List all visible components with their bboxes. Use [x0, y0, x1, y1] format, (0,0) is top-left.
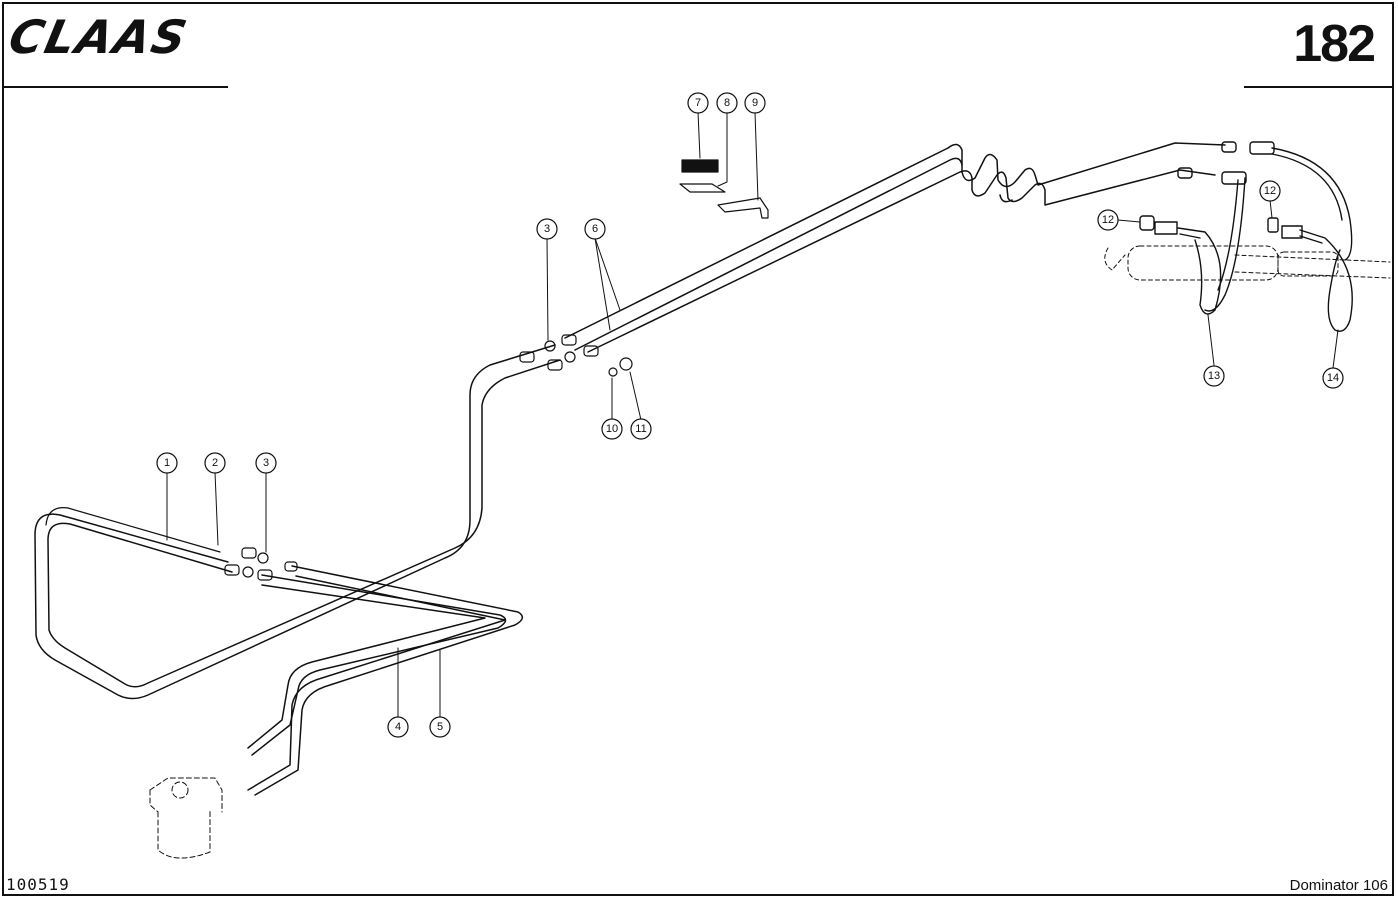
callout-leaders	[166, 111, 1339, 718]
callout-circle	[601, 418, 623, 440]
header-rule	[1244, 86, 1394, 88]
header-rule	[2, 86, 228, 88]
callout-number: 13	[1208, 370, 1220, 382]
callout-circle	[1097, 209, 1119, 231]
callout-number: 14	[1327, 372, 1339, 384]
callout-circle	[204, 452, 226, 474]
page-number: 182	[1293, 15, 1376, 73]
callout-circle	[687, 92, 709, 114]
pipe-main	[564, 142, 1226, 339]
filter-canister	[149, 777, 223, 859]
callout-number: 1	[164, 457, 170, 469]
callout-number: 11	[635, 423, 646, 435]
callout-number: 12	[1102, 214, 1114, 226]
callout-circle	[630, 418, 652, 440]
pipe-main	[999, 194, 1013, 203]
callout-number: 12	[1264, 185, 1276, 197]
pipe-loop	[34, 344, 556, 700]
pipe-loop	[47, 359, 561, 688]
callout-number: 6	[592, 223, 598, 235]
pipe-main	[574, 157, 963, 351]
pipe-4	[247, 584, 486, 749]
pipe-main	[587, 169, 1216, 353]
callout-circle	[1322, 367, 1344, 389]
callout-number: 8	[724, 97, 730, 109]
hydraulic-cylinder	[1104, 245, 1391, 281]
callout-number: 7	[695, 97, 701, 109]
model-label: Dominator 106	[1289, 877, 1388, 894]
callout-number: 3	[544, 223, 550, 235]
callout-circle	[744, 92, 766, 114]
callout-circle	[716, 92, 738, 114]
callout-circle	[1203, 365, 1225, 387]
pipe-loop	[45, 507, 221, 553]
pipe-5	[247, 575, 506, 791]
callout-circle	[387, 716, 409, 738]
callout-circle	[156, 452, 178, 474]
callout-circle	[255, 452, 277, 474]
hose-assembly-right	[1139, 141, 1353, 332]
callout-circle	[536, 218, 558, 240]
callout-circle	[584, 218, 606, 240]
fitting-group-left	[224, 547, 298, 581]
callout-number: 9	[752, 97, 758, 109]
drawing-number: 100519	[6, 875, 70, 894]
callout-number: 5	[437, 721, 443, 733]
pipe-5	[254, 565, 524, 796]
clamp-parts	[679, 159, 769, 219]
callout-number: 4	[395, 721, 401, 733]
callout-number: 10	[606, 423, 618, 435]
callout-circle	[429, 716, 451, 738]
callout-number: 3	[263, 457, 269, 469]
pipe-4	[251, 574, 507, 756]
callout-number: 2	[212, 457, 218, 469]
fitting-group-middle	[519, 334, 633, 377]
callout-circle	[1259, 180, 1281, 202]
